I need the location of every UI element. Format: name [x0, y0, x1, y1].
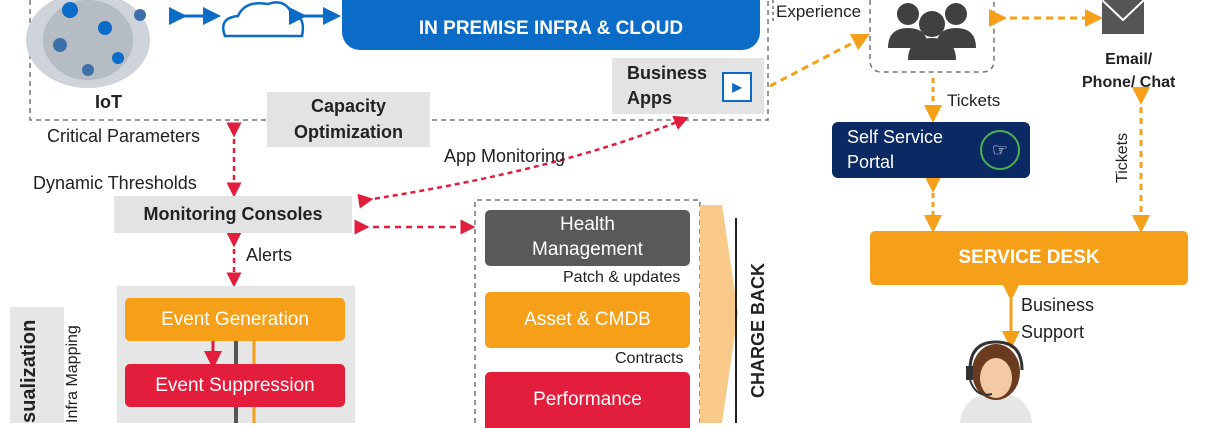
- critical-parameters-label: Critical Parameters: [47, 126, 201, 146]
- health-management-box[interactable]: Health Management: [485, 210, 690, 266]
- tickets-label-top: Tickets: [947, 91, 1001, 110]
- support-agent-icon: [960, 340, 1032, 423]
- charge-back-label: CHARGE BACK: [748, 263, 768, 398]
- self-service-portal-label: Self Service Portal: [847, 127, 944, 173]
- event-generation-box[interactable]: Event Generation: [125, 298, 345, 341]
- infra-mapping-label: Infra Mapping: [64, 325, 81, 423]
- performance-box[interactable]: Performance: [485, 372, 690, 428]
- service-desk-label: SERVICE DESK: [958, 247, 1100, 268]
- infra-cloud-box[interactable]: IN PREMISE INFRA & CLOUD: [342, 0, 760, 50]
- asset-cmdb-box[interactable]: Asset & CMDB: [485, 292, 690, 348]
- business-apps-box[interactable]: Business Apps ▶: [612, 58, 764, 114]
- capacity-optimization-box[interactable]: Capacity Optimization: [267, 92, 430, 147]
- envelope-icon: [1101, 0, 1145, 34]
- visualization-label: sualization: [18, 319, 40, 423]
- app-window-icon: ▶: [722, 72, 752, 102]
- event-generation-label: Event Generation: [161, 308, 309, 330]
- users-group-icon: [888, 3, 976, 60]
- alerts-label: Alerts: [246, 245, 293, 265]
- asset-cmdb-label: Asset & CMDB: [524, 309, 651, 330]
- event-suppression-box[interactable]: Event Suppression: [125, 364, 345, 407]
- performance-label: Performance: [533, 389, 642, 410]
- touch-screen-icon: ☞: [980, 130, 1020, 170]
- capacity-label: Capacity Optimization: [294, 96, 403, 142]
- service-desk-box[interactable]: SERVICE DESK: [870, 231, 1188, 285]
- self-service-portal-box[interactable]: Self Service Portal ☞: [832, 122, 1030, 178]
- app-monitoring-label: App Monitoring: [444, 146, 566, 166]
- email-phone-chat-label: Email/ Phone/ Chat: [1082, 51, 1176, 92]
- health-management-label: Health Management: [532, 214, 643, 260]
- event-suppression-label: Event Suppression: [155, 374, 315, 396]
- infra-cloud-label: IN PREMISE INFRA & CLOUD: [418, 18, 684, 39]
- business-support-label: Business Support: [1021, 295, 1095, 342]
- cloud-icon: [221, 1, 305, 38]
- experience-label: Experience: [776, 2, 862, 21]
- contracts-label: Contracts: [615, 350, 684, 367]
- business-apps-label: Business Apps: [627, 62, 708, 108]
- iot-globe-icon: [26, 0, 150, 88]
- monitoring-consoles-box[interactable]: Monitoring Consoles: [114, 196, 352, 233]
- chargeback-arrow: [700, 205, 738, 423]
- visualization-panel: [10, 307, 64, 423]
- people-container: [869, 0, 995, 73]
- dynamic-thresholds-label: Dynamic Thresholds: [33, 173, 197, 193]
- iot-label: IoT: [95, 92, 122, 112]
- tickets-label-side: Tickets: [1114, 132, 1131, 183]
- patch-updates-label: Patch & updates: [563, 269, 681, 286]
- monitoring-consoles-label: Monitoring Consoles: [143, 204, 323, 224]
